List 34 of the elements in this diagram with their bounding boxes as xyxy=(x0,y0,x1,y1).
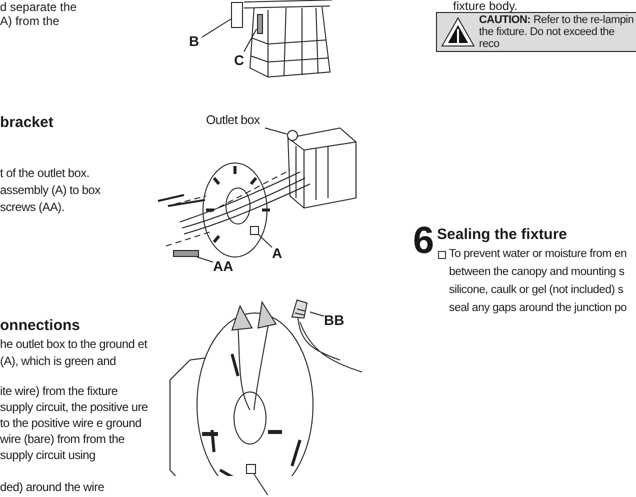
callout-label: AA xyxy=(213,258,234,274)
wire-nut xyxy=(290,299,310,319)
leader-line xyxy=(202,18,232,38)
instruction-text: ite wire) from the fixture supply circuit, the positive ure to the positive wire e ground wire (bare) from from the supply circuit using xyxy=(0,383,149,463)
callout-label: A xyxy=(272,245,282,261)
leader-line xyxy=(244,28,258,52)
instruction-text: t of the outlet box. assembly (A) to box screws (AA). xyxy=(0,165,102,216)
instruction-text: To prevent water or moisture from en between the canopy and mounting s silicone, caulk or gel (not included) s seal any gaps around the junction po xyxy=(449,247,628,316)
callout-label: C xyxy=(234,52,244,68)
leader-line xyxy=(264,128,288,134)
step-heading: bracket xyxy=(0,114,54,132)
screw xyxy=(257,14,263,34)
callout-label: BB xyxy=(324,312,344,328)
step-heading: Sealing the fixture xyxy=(437,226,568,244)
mounting-ear xyxy=(287,130,298,141)
instruction-text: A) from the xyxy=(0,14,60,28)
step-heading: onnections xyxy=(0,317,80,335)
leader-line xyxy=(254,474,268,496)
leader-line xyxy=(310,311,324,317)
instruction-text: fixture body. xyxy=(453,0,518,12)
bracket-tab xyxy=(246,464,256,474)
callout-label: B xyxy=(189,33,200,49)
instruction-text: he outlet box to the ground et (A), which is green and xyxy=(0,336,148,370)
instruction-text: d separate the xyxy=(0,0,77,14)
callout-label: Outlet box xyxy=(206,112,260,128)
caution-text: CAUTION: Refer to the re-lampin the fixture. Do not exceed the reco xyxy=(479,14,634,50)
bracket-tab xyxy=(250,226,259,235)
instruction-text: ded) around the wire xyxy=(0,479,104,495)
leader-line xyxy=(258,234,272,248)
screw xyxy=(173,250,199,257)
bracket-tab xyxy=(231,2,243,28)
caution-box xyxy=(436,12,636,52)
leader-line xyxy=(196,256,214,263)
step-number: 6 xyxy=(413,222,434,260)
